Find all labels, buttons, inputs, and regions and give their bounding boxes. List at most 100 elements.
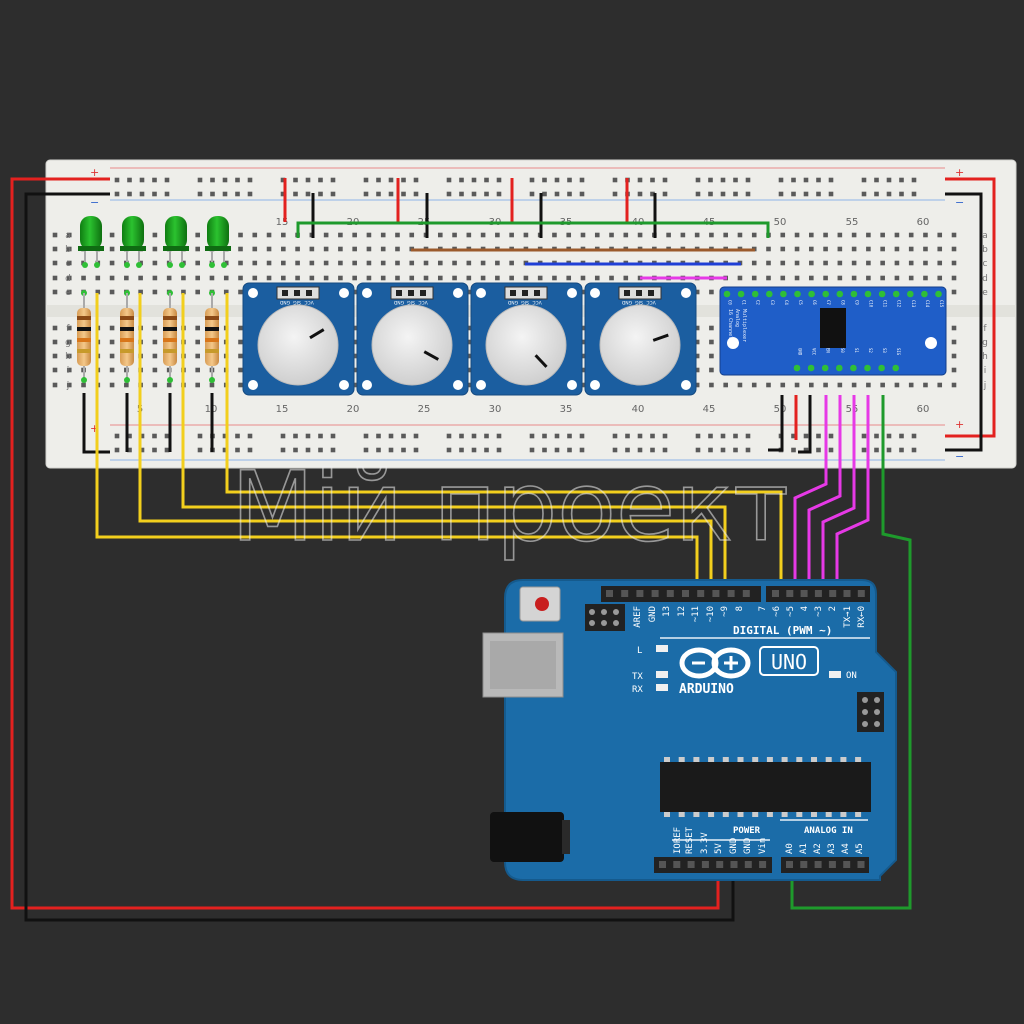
breadboard-hole[interactable]: [266, 260, 272, 266]
rail-hole[interactable]: [803, 447, 809, 453]
rail-hole[interactable]: [471, 177, 477, 183]
rail-hole[interactable]: [886, 177, 892, 183]
rail-hole[interactable]: [708, 433, 713, 439]
rail-hole[interactable]: [529, 433, 535, 439]
breadboard-hole[interactable]: [866, 246, 871, 252]
rail-hole[interactable]: [235, 191, 240, 197]
breadboard-hole[interactable]: [152, 275, 158, 281]
breadboard-hole[interactable]: [409, 275, 415, 281]
breadboard-hole[interactable]: [794, 232, 800, 238]
mux-pin[interactable]: [836, 290, 844, 298]
breadboard-hole[interactable]: [338, 260, 343, 266]
resistor[interactable]: [77, 290, 91, 383]
pot-pin[interactable]: [534, 290, 540, 296]
rail-hole[interactable]: [816, 191, 821, 197]
breadboard-hole[interactable]: [52, 275, 58, 281]
rail-hole[interactable]: [139, 177, 145, 183]
breadboard-hole[interactable]: [52, 260, 58, 266]
header-hole[interactable]: [843, 861, 851, 868]
breadboard-hole[interactable]: [352, 353, 357, 359]
breadboard-hole[interactable]: [352, 275, 357, 281]
breadboard-hole[interactable]: [437, 232, 443, 238]
breadboard-hole[interactable]: [937, 232, 943, 238]
jumper-green[interactable]: [296, 221, 770, 238]
mux-pin[interactable]: [807, 364, 815, 372]
rail-hole[interactable]: [293, 433, 298, 439]
breadboard-hole[interactable]: [480, 232, 486, 238]
breadboard-hole[interactable]: [794, 246, 800, 252]
mux-pin[interactable]: [921, 290, 928, 298]
rail-hole[interactable]: [899, 447, 904, 453]
rail-hole[interactable]: [791, 177, 796, 183]
header-hole[interactable]: [829, 590, 837, 597]
rail-hole[interactable]: [197, 177, 203, 183]
rail-hole[interactable]: [164, 177, 170, 183]
breadboard-hole[interactable]: [709, 232, 714, 238]
breadboard-hole[interactable]: [109, 289, 115, 295]
mux-pin[interactable]: [892, 290, 900, 298]
breadboard-hole[interactable]: [480, 275, 486, 281]
breadboard-hole[interactable]: [52, 325, 58, 331]
pot-pin[interactable]: [648, 290, 654, 296]
rail-hole[interactable]: [778, 191, 784, 197]
breadboard-hole[interactable]: [52, 289, 58, 295]
breadboard-hole[interactable]: [423, 260, 429, 266]
rail-hole[interactable]: [247, 447, 253, 453]
breadboard-hole[interactable]: [109, 232, 115, 238]
header-holes[interactable]: [659, 861, 865, 868]
breadboard-hole[interactable]: [66, 367, 72, 373]
breadboard-hole[interactable]: [580, 339, 586, 345]
rail-hole[interactable]: [886, 191, 892, 197]
rail-hole[interactable]: [745, 433, 751, 439]
rail-hole[interactable]: [446, 177, 452, 183]
rail-hole[interactable]: [733, 433, 738, 439]
rail-hole[interactable]: [708, 177, 713, 183]
rail-hole[interactable]: [318, 191, 323, 197]
rail-hole[interactable]: [152, 191, 157, 197]
header-hole[interactable]: [636, 590, 644, 597]
breadboard-hole[interactable]: [52, 339, 58, 345]
rail-hole[interactable]: [650, 447, 655, 453]
breadboard-hole[interactable]: [195, 339, 200, 345]
breadboard-hole[interactable]: [152, 246, 158, 252]
breadboard-hole[interactable]: [352, 339, 357, 345]
breadboard-hole[interactable]: [851, 260, 857, 266]
breadboard-hole[interactable]: [566, 232, 572, 238]
breadboard-hole[interactable]: [352, 382, 357, 388]
power-jack[interactable]: [490, 812, 564, 862]
breadboard-hole[interactable]: [894, 275, 900, 281]
pot-pin[interactable]: [522, 290, 528, 296]
mux-pin[interactable]: [822, 290, 829, 298]
rail-hole[interactable]: [484, 433, 489, 439]
rail-hole[interactable]: [446, 191, 452, 197]
rail-hole[interactable]: [708, 191, 713, 197]
rail-hole[interactable]: [529, 177, 535, 183]
breadboard-hole[interactable]: [138, 289, 143, 295]
breadboard-hole[interactable]: [709, 325, 714, 331]
breadboard-hole[interactable]: [466, 339, 472, 345]
breadboard-hole[interactable]: [380, 275, 386, 281]
rail-hole[interactable]: [650, 191, 655, 197]
rail-hole[interactable]: [861, 177, 867, 183]
breadboard-hole[interactable]: [152, 382, 158, 388]
breadboard-hole[interactable]: [309, 275, 315, 281]
rail-hole[interactable]: [662, 191, 668, 197]
header-hole[interactable]: [701, 861, 709, 868]
breadboard-hole[interactable]: [794, 260, 800, 266]
breadboard-hole[interactable]: [238, 325, 243, 331]
rail-hole[interactable]: [164, 191, 170, 197]
wire-mux-s2-pin3[interactable]: [821, 395, 856, 592]
rail-hole[interactable]: [305, 177, 311, 183]
wire-led3-pin9[interactable]: [181, 293, 727, 592]
rail-hole[interactable]: [413, 447, 419, 453]
breadboard-hole[interactable]: [766, 382, 771, 388]
breadboard-hole[interactable]: [238, 289, 243, 295]
breadboard-hole[interactable]: [709, 339, 714, 345]
pot-knob[interactable]: [371, 304, 453, 386]
header-hole[interactable]: [828, 861, 836, 868]
breadboard-hole[interactable]: [866, 260, 871, 266]
green-led[interactable]: [120, 216, 146, 268]
